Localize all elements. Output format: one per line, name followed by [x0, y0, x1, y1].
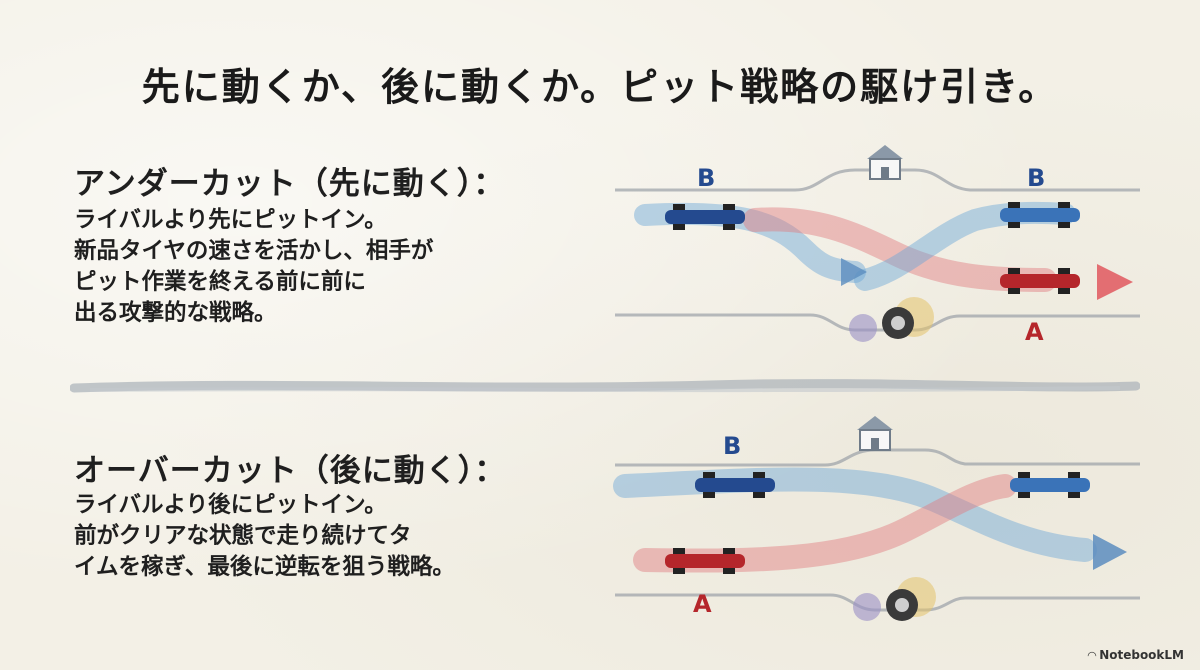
page-title: 先に動くか、後に動くか。ピット戦略の駆け引き。 [141, 64, 1059, 109]
race-car-icon [695, 472, 775, 498]
overcut-line: ライバルより後にピットイン。 [74, 492, 387, 518]
notebooklm-logo-icon: ◠ [1087, 649, 1097, 662]
pit-building-icon [867, 145, 903, 180]
car-b-label: B [723, 432, 741, 460]
car-b-label: B [1027, 164, 1045, 192]
race-car-icon [1000, 268, 1080, 294]
arrow-icon [1097, 264, 1133, 300]
undercut-line: 出る攻撃的な戦略。 [74, 300, 277, 326]
car-a-label: A [1025, 318, 1044, 346]
arrow-icon [1093, 534, 1127, 570]
tire-icon [853, 577, 936, 621]
section-divider [70, 379, 1140, 393]
overcut-heading: オーバーカット（後に動く）： [74, 453, 507, 489]
car-a-label: A [693, 590, 712, 618]
undercut-line: ピット作業を終える前に前に [74, 269, 366, 295]
undercut-diagram: B B A [615, 145, 1140, 346]
undercut-description: ライバルより先にピットイン。 新品タイヤの速さを活かし、相手が ピット作業を終え… [74, 205, 574, 329]
race-car-icon [1000, 202, 1080, 228]
tire-icon [849, 297, 934, 342]
trail-a [743, 207, 1057, 292]
race-car-icon [665, 548, 745, 574]
car-b-label: B [697, 164, 715, 192]
overcut-line: イムを稼ぎ、最後に逆転を狙う戦略。 [74, 554, 455, 580]
arrow-icon [841, 258, 867, 286]
overcut-diagram: B A [613, 416, 1140, 621]
undercut-line: ライバルより先にピットイン。 [74, 207, 387, 233]
race-car-icon [1010, 472, 1090, 498]
track-bottom-line [615, 313, 1140, 332]
pit-building-icon [857, 416, 893, 451]
brand-name: NotebookLM [1099, 648, 1184, 662]
trail-a [633, 474, 1017, 573]
undercut-line: 新品タイヤの速さを活かし、相手が [74, 238, 434, 264]
undercut-heading: アンダーカット（先に動く）： [74, 166, 506, 202]
race-car-icon [665, 204, 745, 230]
overcut-description: ライバルより後にピットイン。 前がクリアな状態で走り続けてタ イムを稼ぎ、最後に… [74, 490, 574, 583]
track-top-line [615, 448, 1140, 467]
notebooklm-branding: ◠NotebookLM [1088, 648, 1184, 662]
overcut-line: 前がクリアな状態で走り続けてタ [74, 523, 412, 549]
